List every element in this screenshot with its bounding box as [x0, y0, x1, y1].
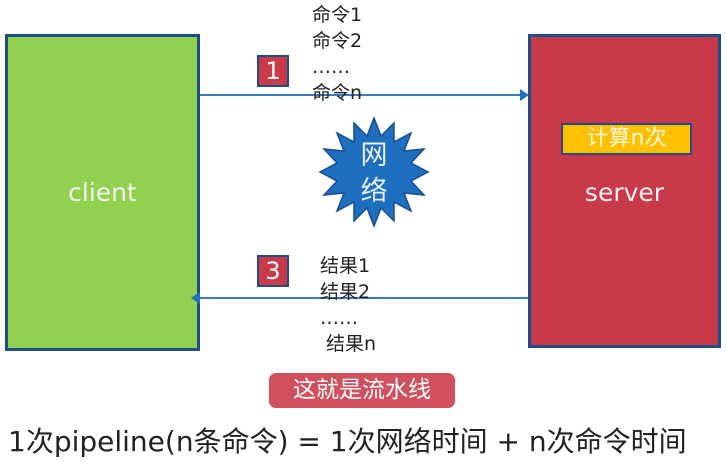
network-burst-icon — [318, 116, 430, 228]
step-3-badge: 3 — [257, 255, 289, 287]
command-item: 命令2 — [312, 30, 363, 52]
command-item: …… — [312, 56, 350, 78]
server-label: server — [584, 178, 665, 207]
client-label: client — [68, 178, 137, 207]
result-item: …… — [320, 307, 358, 329]
command-item: 命令n — [312, 82, 363, 104]
network-label: 网 络 — [360, 140, 388, 207]
response-arrow — [198, 297, 528, 299]
command-item: 命令1 — [312, 4, 363, 26]
result-item: 结果1 — [320, 255, 371, 277]
server-box: 计算n次 server — [528, 34, 721, 348]
result-item: 结果n — [326, 333, 377, 355]
result-item: 结果2 — [320, 281, 371, 303]
request-arrow — [200, 94, 522, 96]
arrow-right-icon — [520, 89, 529, 101]
pipeline-formula: 1次pipeline(n条命令) = 1次网络时间 + n次命令时间 — [8, 425, 687, 458]
result-list: 结果1 结果2 …… 结果n — [320, 253, 376, 357]
step-1-badge: 1 — [257, 55, 289, 87]
client-box: client — [5, 34, 200, 351]
command-list: 命令1 命令2 …… 命令n — [312, 2, 362, 106]
compute-n-times-label: 计算n次 — [561, 123, 692, 155]
arrow-left-icon — [191, 292, 200, 304]
pipeline-caption: 这就是流水线 — [269, 373, 455, 408]
